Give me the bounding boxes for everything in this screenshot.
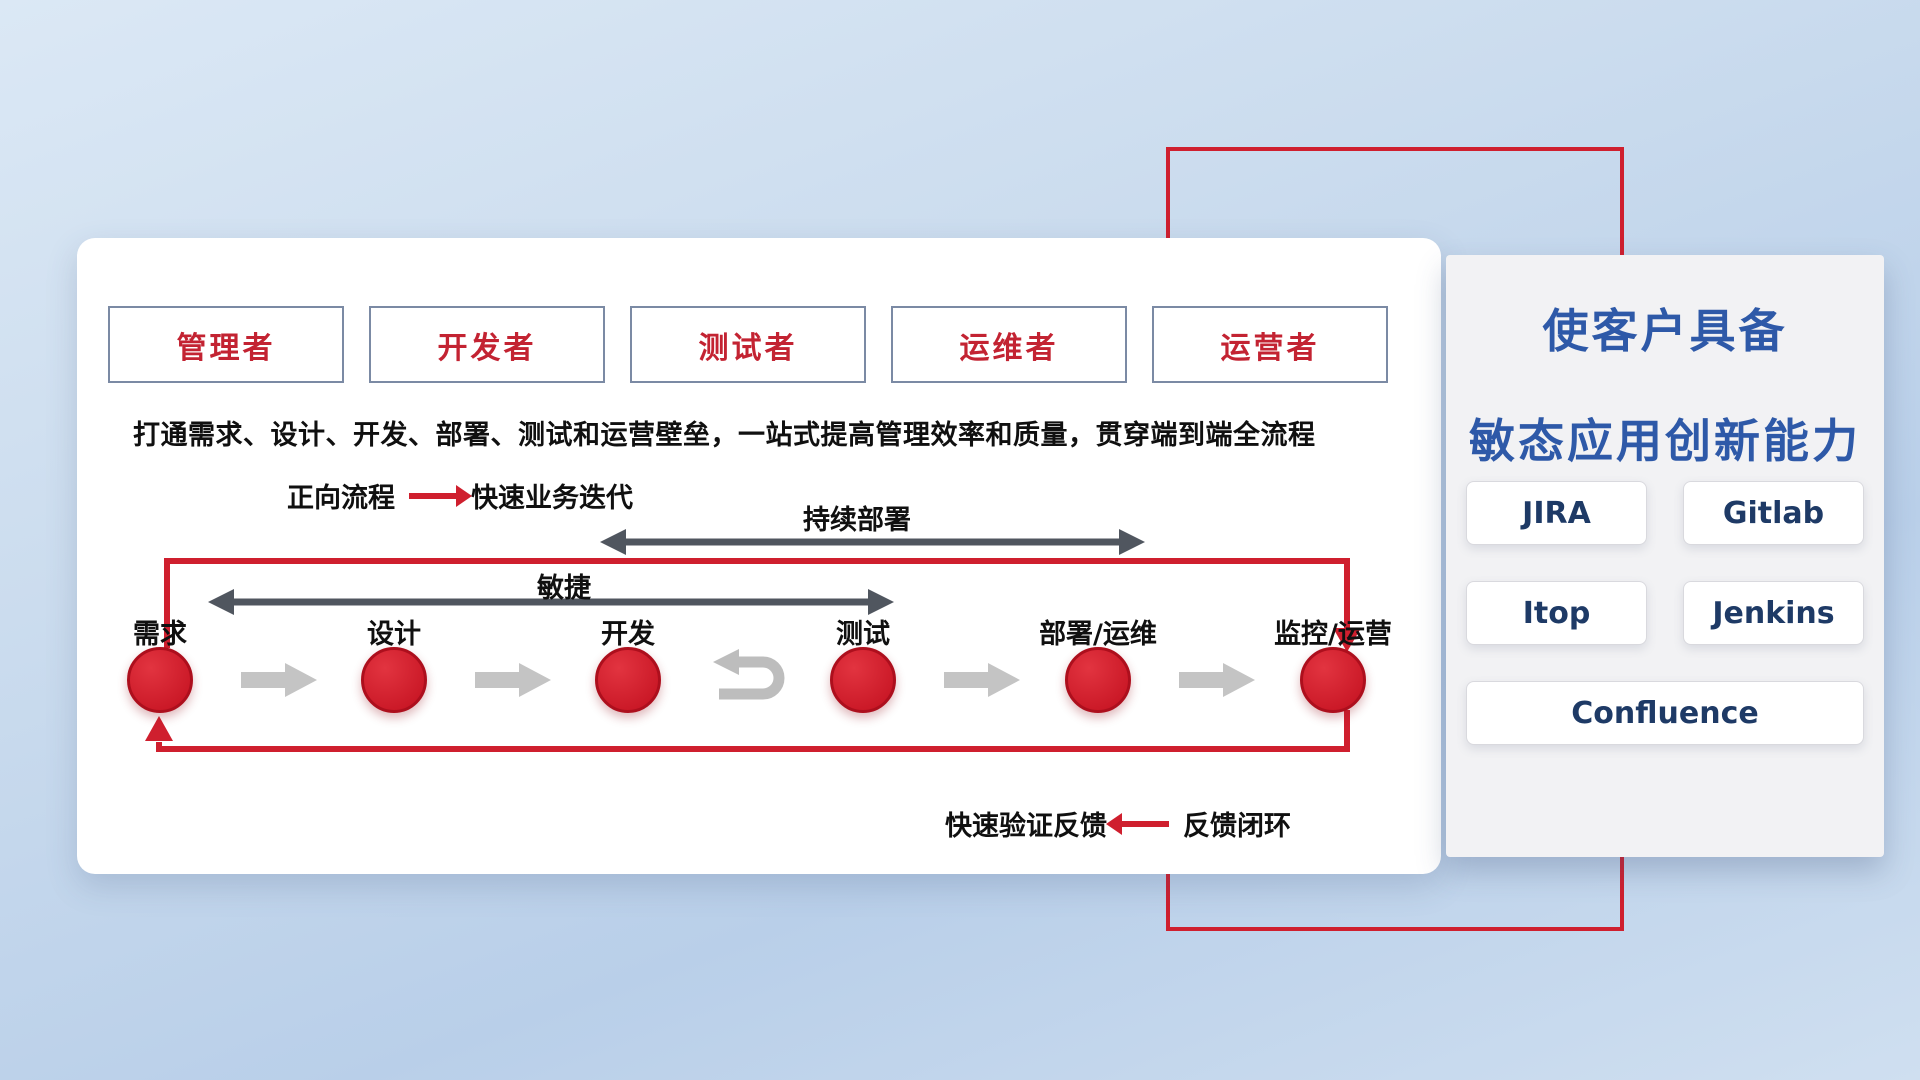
gray-flow-arrow-icon [1179,663,1255,697]
role-box-developer: 开发者 [369,306,605,383]
workflow-description: 打通需求、设计、开发、部署、测试和运营壁垒，一站式提高管理效率和质量，贯穿端到端… [133,420,1316,451]
capability-panel: 使客户具备 敏态应用创新能力 JIRA Gitlab Itop Jenkins … [1446,255,1884,857]
tool-gitlab: Gitlab [1683,481,1864,545]
legend-feedback: 快速验证反馈 反馈闭环 [945,804,1291,843]
panel-title-line1: 使客户具备 [1542,304,1788,358]
node-circle-design [361,647,427,713]
feedback-label: 反馈闭环 [1183,811,1291,842]
gray-flow-arrow-icon [241,663,317,697]
roles-row: 管理者 开发者 测试者 运维者 运营者 [108,306,1388,383]
forward-arrow-icon [409,484,472,507]
tools-grid: JIRA Gitlab Itop Jenkins Confluence [1466,481,1864,745]
node-circle-testing [830,647,896,713]
tool-confluence: Confluence [1466,681,1864,745]
node-circle-monitor-operate [1300,647,1366,713]
loop-arrowhead-icon [713,649,739,675]
role-box-tester: 测试者 [630,306,866,383]
node-label-monitor-operate: 监控/运营 [1274,619,1392,650]
gray-flow-arrow-icon [475,663,551,697]
feedback-arrow-icon [1106,812,1169,835]
role-box-operator: 运营者 [1152,306,1388,383]
up-arrowhead-icon [145,716,173,741]
tool-itop: Itop [1466,581,1647,645]
tool-jenkins: Jenkins [1683,581,1864,645]
node-label-design: 设计 [367,619,421,650]
feedback-loop-bottom-path [156,710,1350,752]
panel-title-line2: 敏态应用创新能力 [1469,414,1861,468]
node-label-development: 开发 [601,619,655,650]
node-label-deploy-ops: 部署/运维 [1039,619,1157,650]
feedback-value: 快速验证反馈 [945,811,1107,842]
forward-flow-value: 快速业务迭代 [471,483,633,514]
node-label-requirements: 需求 [133,619,187,650]
legend-forward: 正向流程 快速业务迭代 [287,476,633,515]
right-arrowhead-icon [1119,529,1145,555]
agile-label: 敏捷 [537,573,591,604]
tool-jira: JIRA [1466,481,1647,545]
role-box-ops: 运维者 [891,306,1127,383]
iteration-loop-icon [719,656,785,700]
node-circle-deploy-ops [1065,647,1131,713]
left-arrowhead-icon [600,529,626,555]
gray-flow-arrow-icon [944,663,1020,697]
continuous-deploy-label: 持续部署 [803,505,911,536]
forward-flow-label: 正向流程 [287,483,395,514]
workflow-card: 管理者 开发者 测试者 运维者 运营者 打通需求、设计、开发、部署、测试和运营壁… [77,238,1441,874]
node-circle-development [595,647,661,713]
role-box-manager: 管理者 [108,306,344,383]
node-circle-requirements [127,647,193,713]
node-label-testing: 测试 [836,619,890,650]
